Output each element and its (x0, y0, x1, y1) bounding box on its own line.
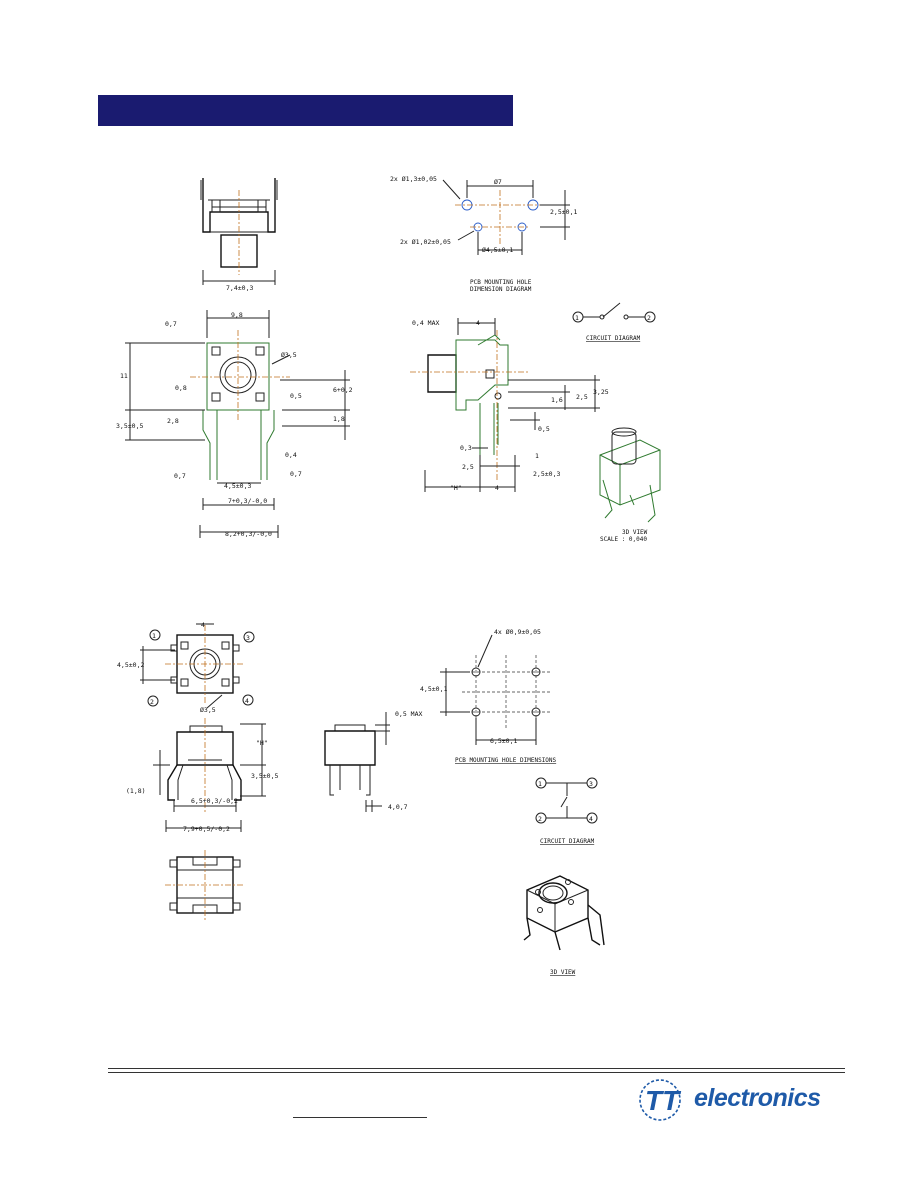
dim-0-3: 0,3 (460, 444, 472, 452)
label-dia-4-5: Ø4,5±0,1 (482, 246, 513, 254)
label-2x-hole-1-3: 2x Ø1,3±0,05 (390, 175, 437, 183)
technical-drawings: 7,4±0,3 2x Ø1,3±0,05 2x Ø1,02±0,05 Ø7 Ø4… (116, 175, 661, 976)
label-4-5-0-1: 4,5±0,1 (420, 685, 447, 693)
dim-1-8: 1,8 (333, 415, 345, 423)
dim-h-bottom: "H" (256, 739, 268, 747)
dim-0-7-left: 0,7 (174, 472, 186, 480)
circuit-b-node-2: 2 (538, 815, 542, 823)
logo-mark-text: TT (645, 1085, 682, 1116)
dim-3-25: 3,25 (593, 388, 609, 396)
bottom-view-bottom (165, 850, 245, 920)
circuit-b-node-4: 4 (589, 815, 593, 823)
dim-4-0-7: 4,0,7 (388, 803, 408, 811)
dim-4-bottom: 4 (495, 484, 499, 492)
dim-7-9: 7,9+0,5/-0,2 (183, 825, 230, 833)
circuit-diagram-bottom: 1 3 2 4 CIRCUIT DIAGRAM (535, 777, 598, 845)
dim-0-7-right: 0,7 (290, 470, 302, 478)
label-4x-hole: 4x Ø0,9±0,05 (494, 628, 541, 636)
front-view-top: 7,4±0,3 (200, 178, 278, 292)
pin-label-3: 3 (246, 634, 250, 642)
dim-11: 11 (120, 372, 128, 380)
dim-dia-3-5: Ø3,5 (281, 351, 297, 359)
side-view-bottom: 0,5 MAX 4,0,7 (324, 710, 422, 812)
dim-0-7-top: 0,7 (165, 320, 177, 328)
dim-0-8: 0,8 (175, 384, 187, 392)
circuit-caption-bottom: CIRCUIT DIAGRAM (540, 838, 595, 845)
dim-1: 1 (535, 452, 539, 460)
label-6-5-0-1: 6,5±0,1 (490, 737, 517, 745)
view-3d-bottom: 3D VIEW (523, 875, 605, 976)
dim-4-top-view: 4 (201, 621, 205, 629)
footer-link-underline[interactable] (293, 1117, 427, 1118)
dim-4-5-0-2: 4,5±0,2 (117, 661, 144, 669)
dim-h: "H" (450, 484, 462, 492)
dim-4-5-0-3: 4,5±0,3 (224, 482, 251, 490)
dim-6: 6+0,2 (333, 386, 353, 394)
pcb-hole-diagram-bottom: 4x Ø0,9±0,05 4,5±0,1 6,5±0,1 PCB MOUNTIN… (420, 628, 557, 764)
circuit-node-2: 2 (647, 314, 651, 322)
circuit-b-node-1: 1 (538, 780, 542, 788)
dim-front-width: 7,4±0,3 (226, 284, 253, 292)
circuit-diagram-top: 1 2 CIRCUIT DIAGRAM (572, 302, 656, 342)
circuit-node-1: 1 (575, 314, 579, 322)
view3d-caption-bottom: 3D VIEW (550, 969, 576, 976)
dim-4-top: 4 (476, 319, 480, 327)
dim-1-8-paren: (1,8) (126, 787, 146, 795)
dim-1-6: 1,6 (551, 396, 563, 404)
tt-electronics-logo: TT electronics (636, 1076, 836, 1124)
pcb-hole-diagram-top: 2x Ø1,3±0,05 2x Ø1,02±0,05 Ø7 Ø4,5±0,1 2… (390, 175, 577, 293)
dim-2-8: 2,8 (167, 417, 179, 425)
top-view-bottom: 1 3 2 4 4 4,5±0,2 Ø3,5 (117, 621, 255, 714)
view3d-caption-top: 3D VIEW (622, 529, 648, 536)
dim-3-5-0-5: 3,5±0,5 (116, 422, 143, 430)
dim-3-5-0-5-bottom: 3,5±0,5 (251, 772, 278, 780)
view3d-scale: SCALE : 0,040 (600, 536, 647, 543)
view-3d-top: 3D VIEW SCALE : 0,040 (599, 427, 661, 543)
dim-0-4-max: 0,4 MAX (412, 319, 439, 327)
dim-0-5: 0,5 (290, 392, 302, 400)
pin-label-4: 4 (245, 697, 249, 705)
circuit-b-node-3: 3 (589, 780, 593, 788)
pcb-caption-line2: DIMENSION DIAGRAM (470, 286, 532, 293)
dim-0-4: 0,4 (285, 451, 297, 459)
header-banner (98, 95, 513, 126)
dim-9-8: 9,8 (231, 311, 243, 319)
elevation-bottom: "H" 3,5±0,5 (1,8) 6,5+0,3/-0,2 7,9+0,5/-… (126, 718, 278, 833)
dim-6-5: 6,5+0,3/-0,2 (191, 797, 238, 805)
pin-label-2: 2 (150, 698, 154, 706)
logo-wordmark: electronics (694, 1084, 821, 1112)
label-dia-7: Ø7 (494, 178, 502, 186)
dim-0-5-profile: 0,5 (538, 425, 550, 433)
dim-2-5-left: 2,5 (462, 463, 474, 471)
pin-label-1: 1 (152, 632, 156, 640)
pcb-caption-line1: PCB MOUNTING HOLE (470, 279, 532, 286)
pcb-caption-bottom: PCB MOUNTING HOLE DIMENSIONS (455, 757, 557, 764)
dim-2-5-0-3: 2,5±0,3 (533, 470, 560, 478)
dim-8-2: 8,2+0,3/-0,0 (225, 530, 272, 538)
tt-logo-mark-icon: TT (639, 1079, 682, 1121)
dim-0-5-max: 0,5 MAX (395, 710, 422, 718)
label-2-5: 2,5±0,1 (550, 208, 577, 216)
circuit-caption-top: CIRCUIT DIAGRAM (586, 335, 641, 342)
dim-7: 7+0,3/-0,0 (228, 497, 267, 505)
profile-view-top: 0,4 MAX 4 3,25 2,5 1,6 0,5 0,3 1 2,5 2,5… (410, 318, 609, 492)
dim-2-5-right: 2,5 (576, 393, 588, 401)
label-2x-hole-1-02: 2x Ø1,02±0,05 (400, 238, 451, 246)
dim-dia-3-5-bottom: Ø3,5 (200, 706, 216, 714)
footer-rule (108, 1068, 845, 1073)
side-view-top: 9,8 0,7 Ø3,5 11 0,8 0,5 3,5±0,5 2,8 1,8 … (116, 310, 353, 538)
